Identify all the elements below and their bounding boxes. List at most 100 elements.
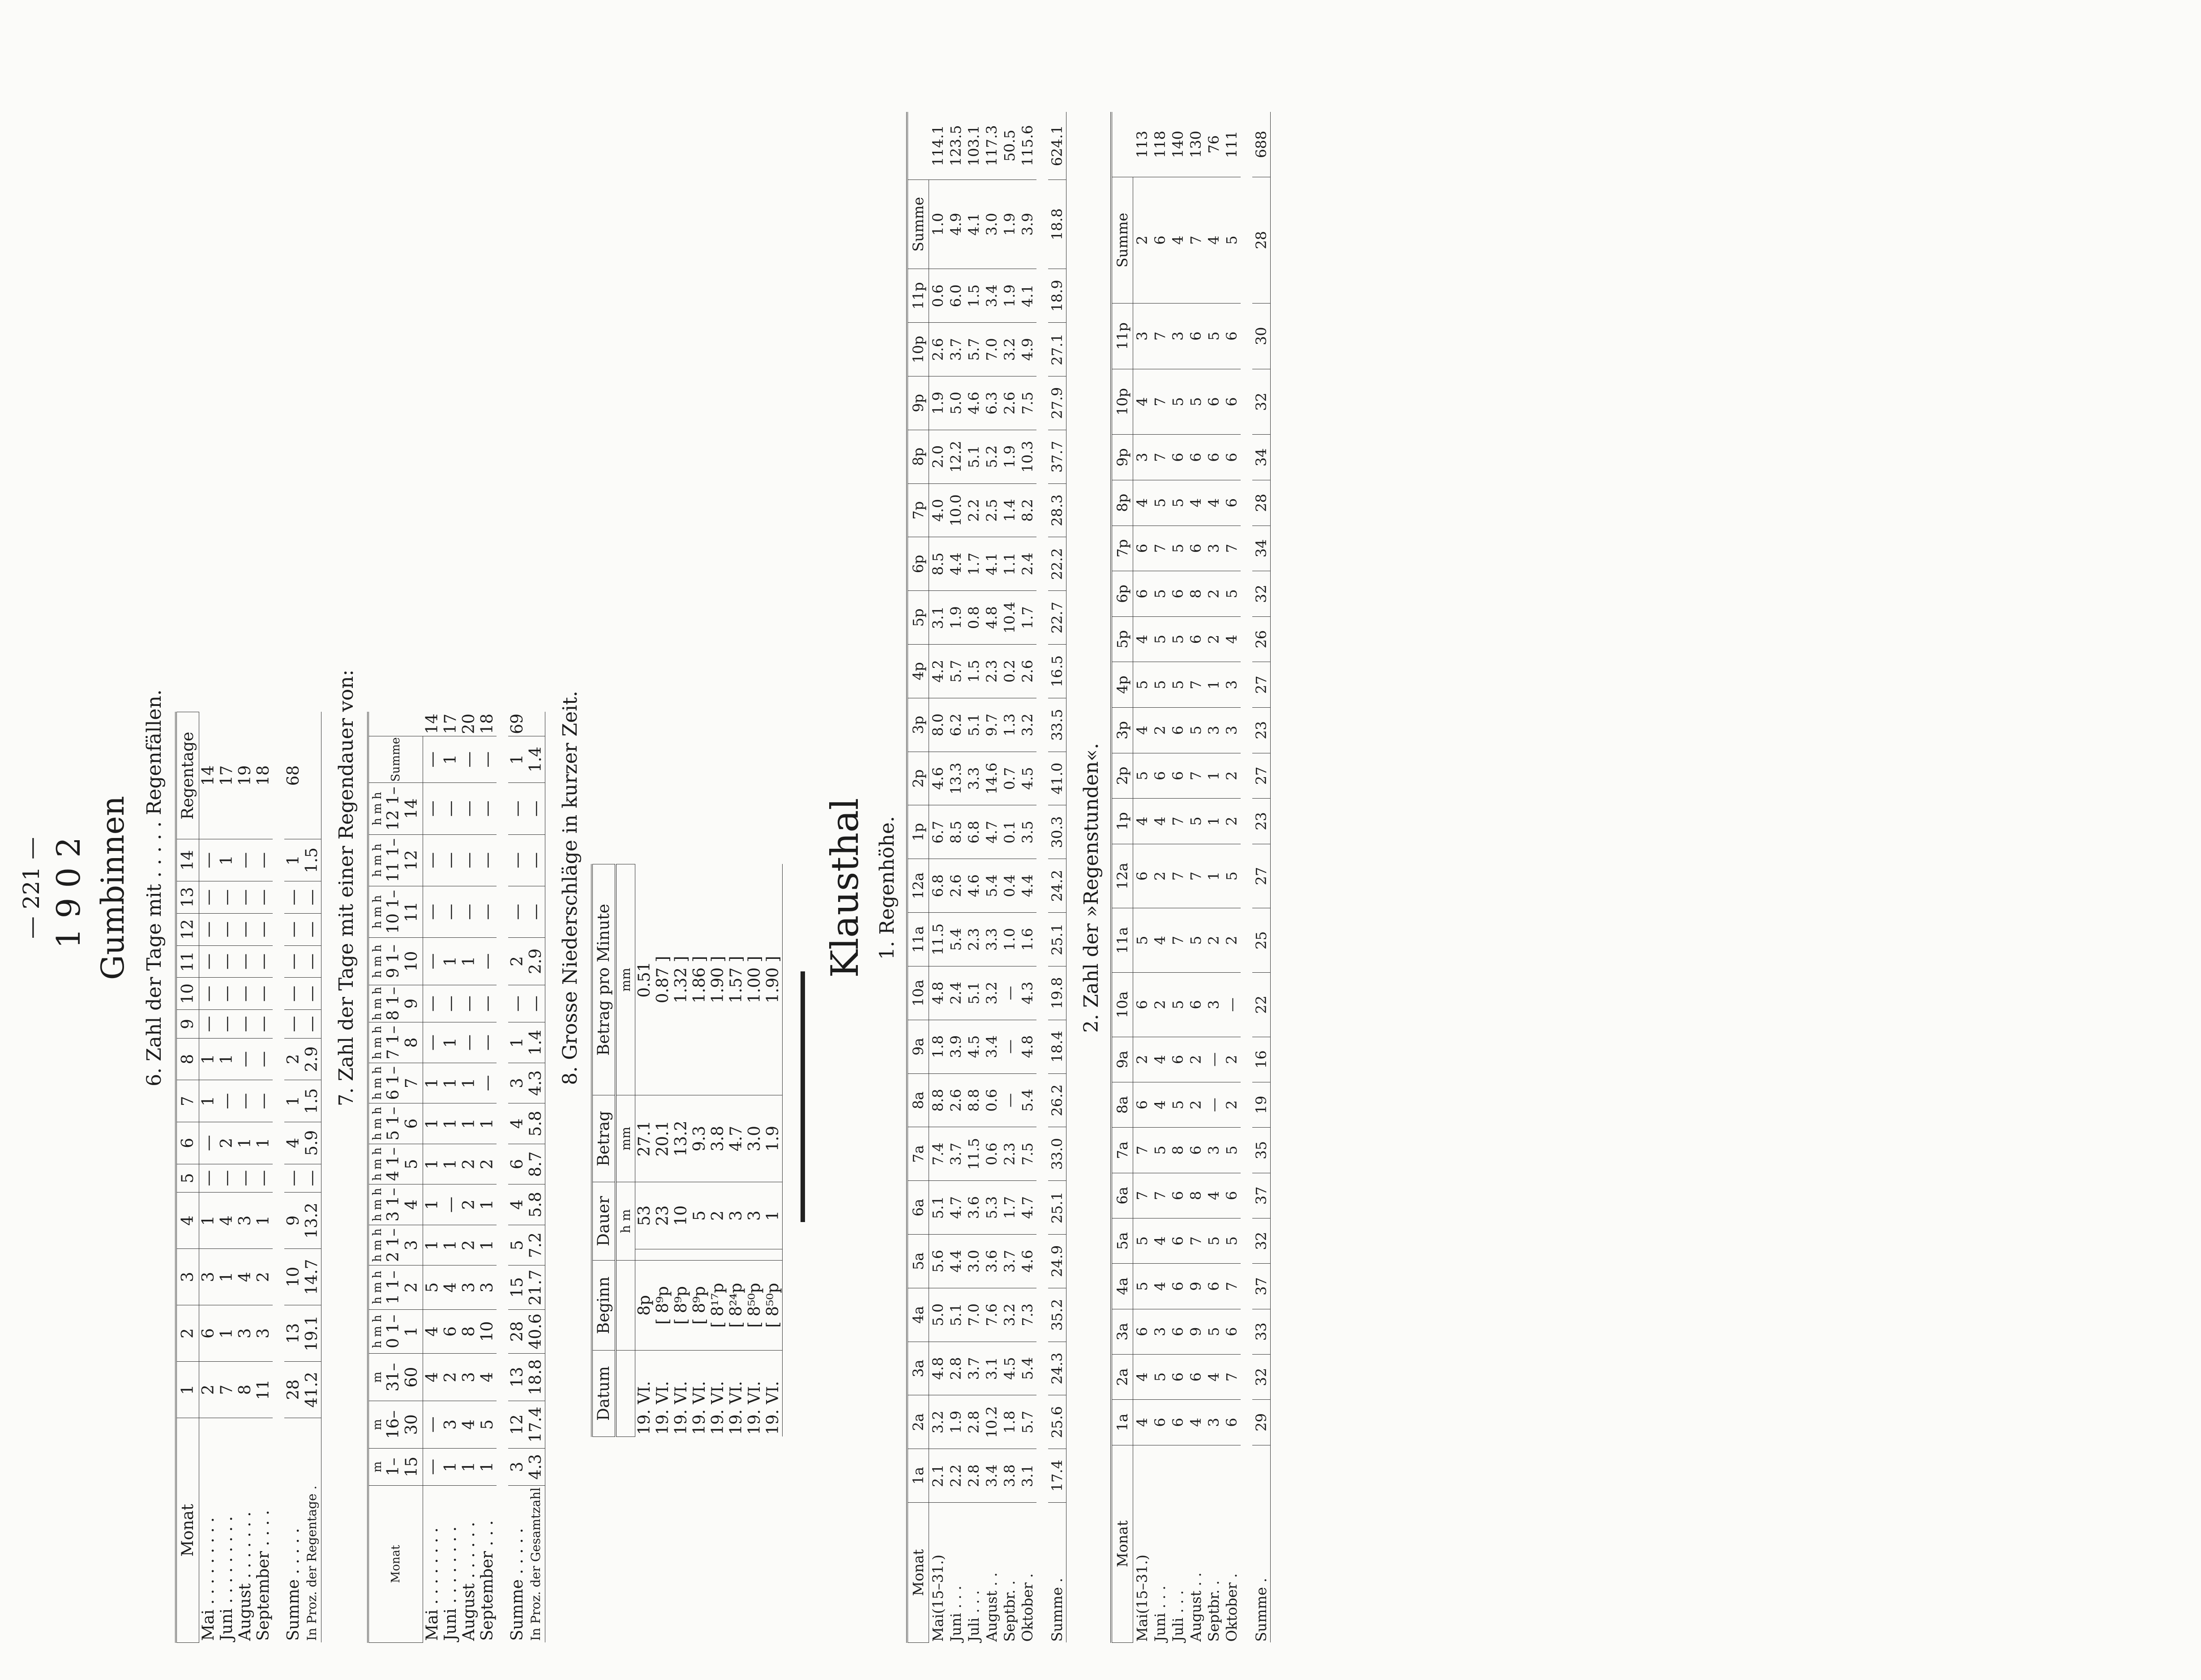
table-cell: 4 [1133,1399,1151,1445]
sum-cell: 19 [1252,1082,1271,1128]
table-cell: 5 [1133,1218,1151,1264]
table-cell: — [423,1401,441,1449]
table-cell: 6 [199,1305,218,1362]
header-range: 0 1–1 [384,1314,421,1349]
table-cell: 8 [460,1309,478,1354]
table-cell: 17 [218,712,236,839]
table-cell: 7.5 [1019,1127,1036,1181]
table-cell: 4 [1151,1218,1169,1264]
column-header: 8p [907,430,929,484]
table-cell: 1 [236,1122,254,1164]
table-cell: August . . . . . . [460,1522,478,1641]
sum-cell: 27.9 [1048,376,1066,430]
header-range: 9 1–10 [384,944,421,979]
table-cell: 114.1 [929,112,947,180]
column-header: 8a [1111,1082,1133,1128]
table-cell: 1.90 ] [709,864,727,1095]
sum-cell: 22 [1252,972,1271,1037]
table-cell: 6 [1169,1173,1187,1218]
column-header: 8a [907,1073,929,1127]
sum-cell: 26 [1252,616,1271,662]
table-cell: — [478,736,497,783]
table-cell: 5.1 [965,430,983,484]
percent-cell: 1.4 [527,736,545,783]
table-cell: 2 [1205,616,1223,662]
table-cell: 2 [218,1122,236,1164]
table-cell: 5 [1151,616,1169,662]
table-cell: 1.8 [1001,1395,1019,1449]
table-cell: 7.5 [1019,376,1036,430]
table-cell: 5.6 [929,1234,947,1288]
table-cell: 2 [1223,798,1241,844]
year-heading: 1902 [50,827,87,949]
table-cell: 1 [441,1144,460,1184]
table-cell: 6 [1223,480,1241,526]
table-cell: 2.3 [965,912,983,966]
table-cell: 4 [1205,1354,1223,1400]
percent-cell: 14.7 [303,1248,321,1305]
table-cell: Septbr. . [1001,1580,1018,1642]
table-cell: 7.3 [1019,1288,1036,1342]
table-cell: 4.1 [965,180,983,269]
table-cell: 6 [1151,1399,1169,1445]
table-cell: 3.7 [1001,1234,1019,1288]
header-range: 8 1–9 [384,987,421,1021]
table-cell: 4 [478,1353,497,1401]
table-cell: August . . . . . . . [236,1511,254,1641]
header-range: 1 1–2 [384,1270,421,1304]
table-cell: 3.0 [983,180,1001,269]
table-cell: — [218,881,236,914]
column-header: 5p [907,590,929,645]
table-cell: 5 [1187,707,1205,753]
table-cell: 3 [1133,303,1151,369]
table-cell: 1 [423,1184,441,1225]
column-header: Summe [1111,177,1133,304]
table-cell: 5 [1169,369,1187,435]
table-cell: 3.1 [1019,1449,1036,1503]
sum-cell: 37 [1252,1263,1271,1309]
table-cell: 1.00 ] [745,864,764,1095]
table-cell: — [441,782,460,835]
table-cell: 5 [1205,1218,1223,1264]
column-header: 6a [907,1180,929,1235]
table-cell: 5.0 [947,376,965,430]
table-cell: 14 [199,712,218,839]
table-cell: 6 [1223,369,1241,435]
table-cell: 4 [1223,616,1241,662]
table-cell: 8 [1187,1173,1205,1218]
column-header: 7a [907,1127,929,1181]
table-cell: 6 [1205,369,1223,435]
percent-cell: 5.8 [527,1184,545,1225]
table-cell: 1 [441,937,460,985]
table-cell: 2.8 [947,1342,965,1395]
table-cell: 1 [478,1448,497,1486]
table-cell: — [1205,1082,1223,1128]
table-cell: 5 [1169,616,1187,662]
table-cell: 5 [1133,662,1151,708]
table-cell: 3.6 [965,1180,983,1235]
table-cell: 2.0 [929,430,947,484]
table-cell: 10 [672,1182,690,1249]
table-cell: 8.5 [947,805,965,859]
table-cell: 1.7 [965,537,983,591]
table-cell: 19. VI. [727,1381,745,1435]
column-header: 4p [1111,662,1133,708]
table-cell: 1.57 ] [727,864,745,1095]
table-cell: Mai(15–31.) [1134,1554,1151,1642]
table-cell: 1.7 [1001,1180,1019,1235]
table-cell: 6.2 [947,698,965,752]
sum-cell: 25.6 [1048,1395,1066,1449]
sum-cell: — [508,782,527,835]
column-header: 9a [907,1020,929,1074]
table-cell: 14 [423,712,441,736]
table-cell: 4.6 [965,859,983,913]
table-cell: 19. VI. [709,1381,727,1435]
table-cell: 8p [635,1260,654,1351]
